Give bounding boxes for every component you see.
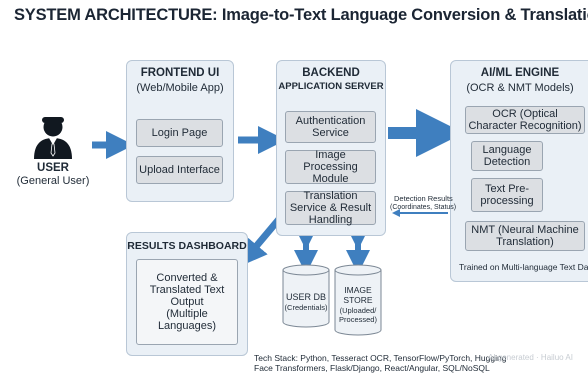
frontend-title: FRONTEND UI <box>140 67 220 79</box>
results-line-4: (Multiple Languages) <box>157 308 217 332</box>
user-icon <box>34 117 72 159</box>
arrow-backend-to-results <box>238 215 283 267</box>
image-store-cylinder <box>334 264 382 336</box>
results-line-2: Translated Text <box>149 284 225 296</box>
results-output-box: Converted & Translated Text Output (Mult… <box>136 259 238 345</box>
translation-service-box: Translation Service & Result Handling <box>285 190 376 226</box>
ai-title: AI/ML ENGINE <box>480 67 560 79</box>
text-preprocessing-box: Text Pre-processing <box>471 178 543 212</box>
ocr-box: OCR (Optical Character Recognition) <box>465 106 585 134</box>
backend-panel: BACKEND APPLICATION SERVER Authenticatio… <box>276 60 386 236</box>
nmt-box: NMT (Neural Machine Translation) <box>465 221 585 251</box>
backend-subtitle: APPLICATION SERVER <box>278 81 384 92</box>
image-store-label: IMAGE STORE <box>343 285 373 305</box>
results-dashboard-panel: RESULTS DASHBOARD Converted & Translated… <box>126 232 248 356</box>
ai-engine-panel: AI/ML ENGINE (OCR & NMT Models) OCR (Opt… <box>450 60 588 282</box>
ai-subtitle: (OCR & NMT Models) <box>466 82 574 94</box>
authentication-service-box: Authentication Service <box>285 111 376 143</box>
detection-results-sublabel: (Coordinates, Status) <box>390 204 457 211</box>
frontend-panel: FRONTEND UI (Web/Mobile App) Login Page … <box>126 60 234 202</box>
backend-title: BACKEND <box>302 67 360 79</box>
image-processing-module-box: Image Processing Module <box>285 149 376 185</box>
upload-interface-box: Upload Interface <box>136 156 223 184</box>
user-label: USER <box>37 162 69 174</box>
ai-footer: Trained on Multi-language Text Data <box>459 262 588 272</box>
results-line-3: Output <box>170 296 204 308</box>
user-db-cylinder <box>282 264 330 328</box>
watermark: AI generated · Hailuo AI <box>488 353 573 362</box>
results-title: RESULTS DASHBOARD <box>127 240 247 252</box>
frontend-subtitle: (Web/Mobile App) <box>136 82 224 94</box>
user-sublabel: (General User) <box>16 175 90 187</box>
detection-results-label: Detection Results <box>394 194 453 203</box>
user-db-sublabel: (Credentials) <box>284 303 328 312</box>
results-line-1: Converted & <box>156 272 218 284</box>
user-db-label: USER DB <box>285 292 326 302</box>
diagram-title: SYSTEM ARCHITECTURE: Image-to-Text Langu… <box>14 6 588 24</box>
language-detection-box: Language Detection <box>471 141 543 171</box>
tech-stack-line-2: Face Transformers, Flask/Django, React/A… <box>254 363 490 373</box>
tech-stack-line-1: Tech Stack: Python, Tesseract OCR, Tenso… <box>254 353 507 363</box>
image-store-sublabel: (Uploaded/ Processed) <box>339 306 377 324</box>
login-page-box: Login Page <box>136 119 223 147</box>
